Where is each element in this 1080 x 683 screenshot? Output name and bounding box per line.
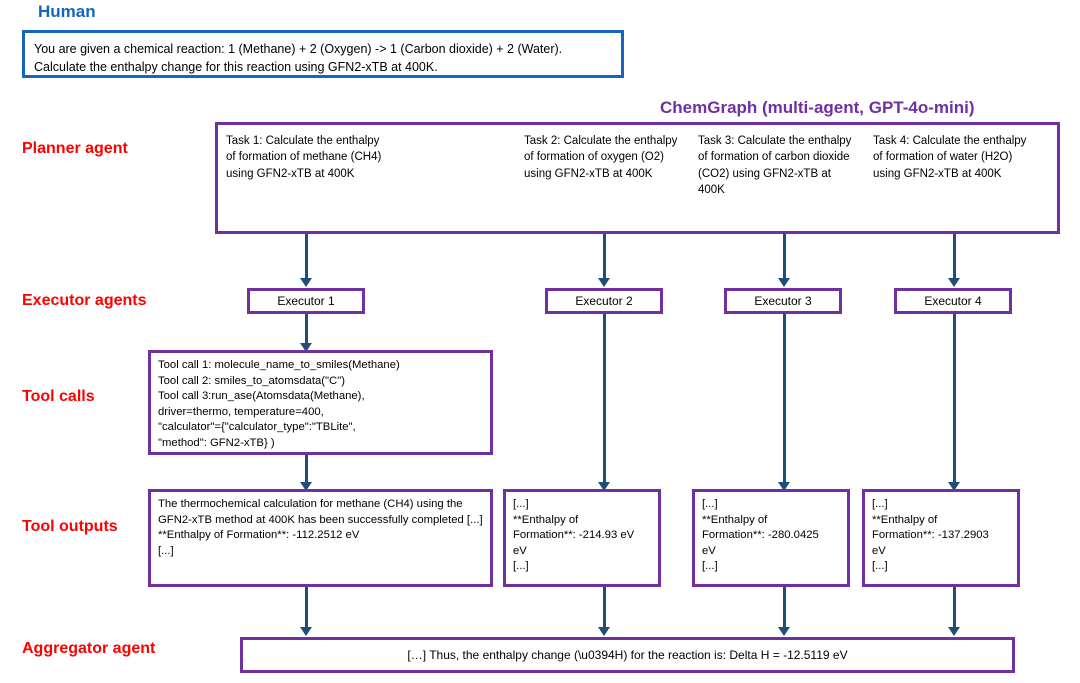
arrow-head-executor-2-to-tool-output-2 <box>598 482 610 491</box>
planner-task-3: Task 3: Calculate the enthalpy of format… <box>698 135 852 196</box>
arrow-tool-output-1-to-aggregator <box>305 587 308 629</box>
arrow-head-executor-1-to-tool-calls <box>300 343 312 352</box>
row-label-planner: Planner agent <box>22 140 128 157</box>
tool-output-box-2: [...] **Enthalpy of Formation**: -214.93… <box>503 489 661 587</box>
tool-output-box-3: [...] **Enthalpy of Formation**: -280.04… <box>692 489 850 587</box>
arrow-executor-2-to-tool-output-2 <box>603 314 606 484</box>
tool-calls-text: Tool call 1: molecule_name_to_smiles(Met… <box>158 359 400 449</box>
executor-box-1: Executor 1 <box>247 288 365 314</box>
arrow-tool-calls-to-tool-output-1 <box>305 455 308 483</box>
arrow-head-planner-to-executor-3 <box>778 278 790 287</box>
arrow-executor-4-to-tool-output-4 <box>953 314 956 484</box>
row-label-tool-calls: Tool calls <box>22 388 95 405</box>
human-prompt-text: You are given a chemical reaction: 1 (Me… <box>34 42 563 75</box>
executor-label-4: Executor 4 <box>924 294 982 308</box>
executor-label-1: Executor 1 <box>277 294 335 308</box>
arrow-head-tool-calls-to-tool-output-1 <box>300 482 312 491</box>
arrow-tool-output-3-to-aggregator <box>783 587 786 629</box>
arrow-head-tool-output-2-to-aggregator <box>598 627 610 636</box>
executor-label-3: Executor 3 <box>754 294 812 308</box>
tool-calls-box: Tool call 1: molecule_name_to_smiles(Met… <box>148 350 493 455</box>
arrow-tool-output-4-to-aggregator <box>953 587 956 629</box>
tool-output-text-2: [...] **Enthalpy of Formation**: -214.93… <box>513 498 635 573</box>
arrow-head-planner-to-executor-4 <box>948 278 960 287</box>
aggregator-text: […] Thus, the enthalpy change (\u0394H) … <box>407 648 848 662</box>
tool-output-text-3: [...] **Enthalpy of Formation**: -280.04… <box>702 498 819 573</box>
arrow-head-tool-output-1-to-aggregator <box>300 627 312 636</box>
arrow-tool-output-2-to-aggregator <box>603 587 606 629</box>
tool-output-box-1: The thermochemical calculation for metha… <box>148 489 493 587</box>
arrow-planner-to-executor-4 <box>953 234 956 280</box>
planner-task-4: Task 4: Calculate the enthalpy of format… <box>873 135 1027 180</box>
arrow-head-executor-4-to-tool-output-4 <box>948 482 960 491</box>
arrow-head-tool-output-3-to-aggregator <box>778 627 790 636</box>
human-heading: Human <box>38 2 96 21</box>
aggregator-agent-box: […] Thus, the enthalpy change (\u0394H) … <box>240 637 1015 673</box>
executor-box-2: Executor 2 <box>545 288 663 314</box>
tool-output-text-4: [...] **Enthalpy of Formation**: -137.29… <box>872 498 989 573</box>
arrow-executor-1-to-tool-calls <box>305 314 308 345</box>
arrow-head-planner-to-executor-2 <box>598 278 610 287</box>
executor-box-4: Executor 4 <box>894 288 1012 314</box>
planner-task-2: Task 2: Calculate the enthalpy of format… <box>524 135 678 180</box>
row-label-tool-outputs: Tool outputs <box>22 518 118 535</box>
tool-output-text-1: The thermochemical calculation for metha… <box>158 498 483 557</box>
planner-task-1: Task 1: Calculate the enthalpy of format… <box>226 135 382 180</box>
human-prompt-box: You are given a chemical reaction: 1 (Me… <box>22 30 624 78</box>
planner-agent-box: Task 1: Calculate the enthalpy of format… <box>215 122 1060 234</box>
executor-label-2: Executor 2 <box>575 294 633 308</box>
arrow-executor-3-to-tool-output-3 <box>783 314 786 484</box>
arrow-head-executor-3-to-tool-output-3 <box>778 482 790 491</box>
tool-output-box-4: [...] **Enthalpy of Formation**: -137.29… <box>862 489 1020 587</box>
arrow-planner-to-executor-1 <box>305 234 308 280</box>
arrow-head-tool-output-4-to-aggregator <box>948 627 960 636</box>
arrow-planner-to-executor-3 <box>783 234 786 280</box>
arrow-head-planner-to-executor-1 <box>300 278 312 287</box>
chemgraph-heading: ChemGraph (multi-agent, GPT-4o-mini) <box>660 98 975 117</box>
row-label-executor: Executor agents <box>22 292 147 309</box>
executor-box-3: Executor 3 <box>724 288 842 314</box>
row-label-aggregator: Aggregator agent <box>22 640 156 657</box>
arrow-planner-to-executor-2 <box>603 234 606 280</box>
